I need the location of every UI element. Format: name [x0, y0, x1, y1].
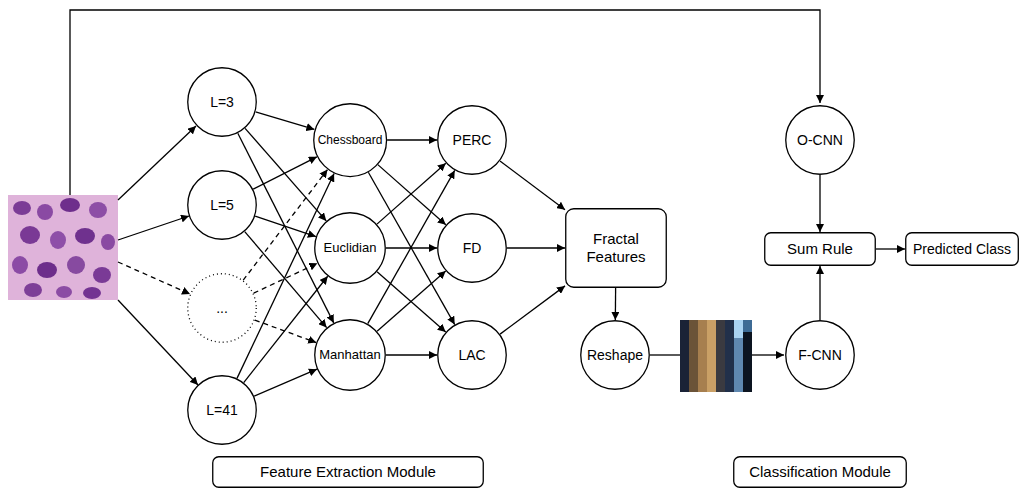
outline — [734, 457, 907, 488]
connector-arrow — [500, 286, 565, 334]
connector-arrow — [377, 272, 446, 332]
input-wire — [118, 300, 198, 385]
connector-arrow — [244, 276, 328, 382]
connector-arrow — [377, 163, 446, 224]
connector-arrow — [819, 266, 820, 320]
reshape-wire — [650, 354, 680, 355]
connector-arrow — [256, 112, 315, 129]
node-label: Fractal Features — [573, 230, 659, 266]
outline — [438, 106, 507, 175]
input-wire — [118, 262, 190, 294]
scale-circle: L=41 — [187, 375, 257, 445]
outline — [765, 233, 876, 266]
outline — [438, 214, 507, 283]
outline — [581, 321, 650, 390]
node-label: Euclidian — [324, 240, 377, 256]
node-label: Manhattan — [319, 347, 380, 363]
outline — [188, 68, 257, 137]
node-label: PERC — [453, 132, 492, 149]
feature-image — [680, 320, 752, 392]
outline — [438, 321, 507, 390]
process-circle: Reshape — [580, 320, 650, 390]
node-label: FD — [463, 240, 482, 257]
input-wire — [118, 126, 196, 200]
outline — [315, 320, 386, 391]
node-label: L=3 — [210, 94, 234, 111]
feature-circle: LAC — [437, 320, 507, 390]
scale-circle: L=5 — [187, 170, 257, 240]
process-box: Sum Rule — [764, 232, 876, 266]
node-label: O-CNN — [797, 132, 843, 149]
connector-arrow — [254, 263, 318, 293]
node-label: Sum Rule — [787, 240, 853, 258]
model-circle: F-CNN — [785, 320, 855, 390]
node-label: L=5 — [210, 197, 234, 214]
outline — [188, 274, 257, 343]
distance-circle: Manhattan — [314, 319, 386, 391]
connector-arrow — [253, 157, 317, 189]
outline — [786, 321, 855, 390]
outline — [213, 457, 484, 488]
outline — [188, 171, 257, 240]
node-label: Classification Module — [749, 463, 891, 481]
image-wire — [752, 354, 784, 355]
input-wires — [70, 10, 820, 385]
connector-arrow — [615, 288, 617, 320]
outline — [314, 104, 387, 177]
connector-arrow — [243, 170, 327, 281]
node-label: ... — [216, 300, 228, 317]
connector-arrow — [876, 248, 905, 249]
process-box: Fractal Features — [565, 208, 667, 288]
node-label: LAC — [458, 347, 485, 364]
node-label: F-CNN — [798, 347, 842, 364]
outline — [906, 233, 1019, 266]
node-label: Predicted Class — [913, 241, 1011, 258]
connector-arrow — [386, 354, 437, 355]
connector-arrow — [255, 320, 316, 343]
node-label: L=41 — [206, 402, 238, 419]
feature-circle: FD — [437, 213, 507, 283]
connector-arrow — [819, 175, 820, 232]
distance-circle: Euclidian — [314, 212, 386, 284]
histology-image — [8, 195, 118, 300]
outline — [315, 213, 386, 284]
bypass-wire — [70, 10, 820, 195]
input-wire — [118, 216, 189, 240]
scale-circle: L=3 — [187, 67, 257, 137]
connector-arrow — [507, 247, 565, 248]
feature-circle: PERC — [437, 105, 507, 175]
scale-circle: ... — [187, 273, 257, 343]
distance-circle: Chessboard — [313, 103, 387, 177]
connector-arrow — [377, 271, 446, 331]
node-label: Reshape — [587, 347, 643, 364]
connector-arrow — [378, 165, 446, 225]
connector-arrow — [500, 161, 565, 210]
connector-arrow — [387, 139, 437, 140]
node-label: Feature Extraction Module — [260, 463, 436, 481]
outline — [566, 209, 667, 288]
module-label-box: Feature Extraction Module — [212, 456, 484, 488]
outline — [786, 106, 855, 175]
output-box: Predicted Class — [905, 232, 1019, 266]
model-circle: O-CNN — [785, 105, 855, 175]
connector-arrow — [254, 369, 317, 396]
module-label-box: Classification Module — [733, 456, 907, 488]
connector-arrow — [255, 216, 316, 236]
outline — [188, 376, 257, 445]
node-label: Chessboard — [318, 133, 383, 147]
